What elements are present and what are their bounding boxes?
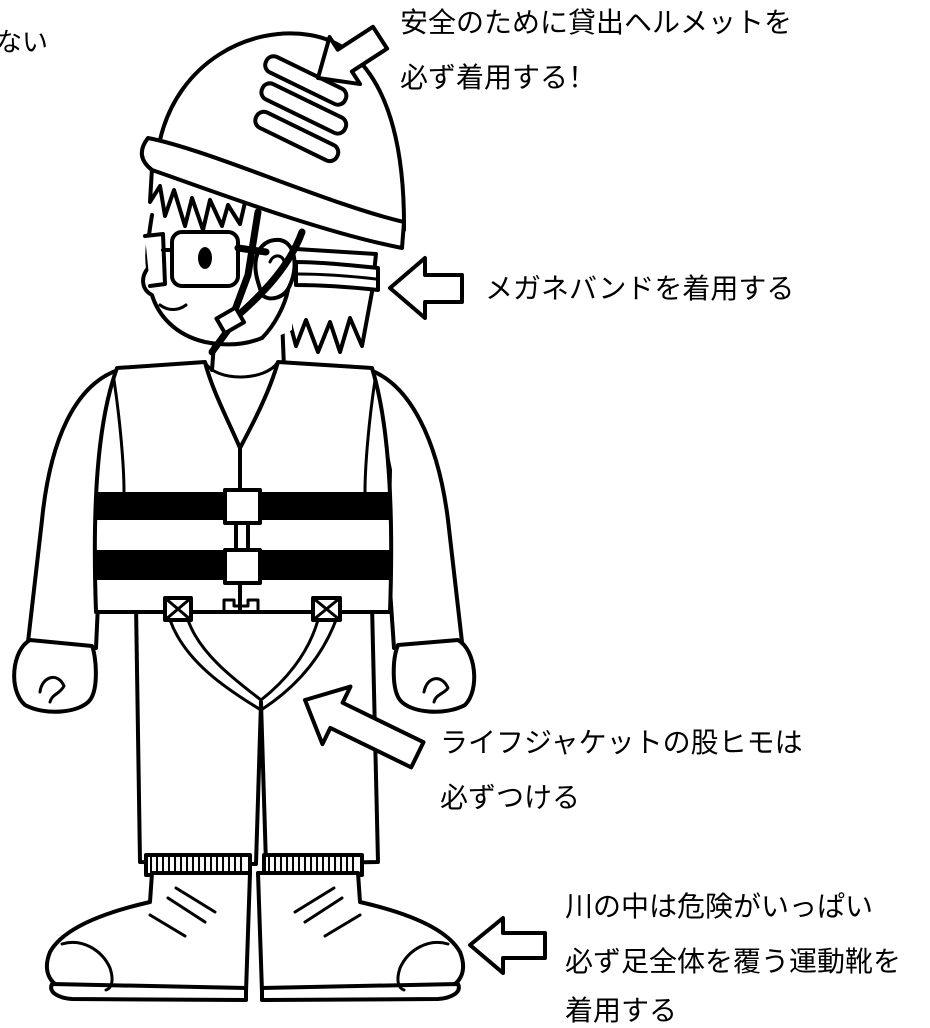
crotch-strap-left-outer <box>168 618 263 712</box>
jaw-line <box>260 288 290 340</box>
crotch-strap-left-inner <box>186 618 263 702</box>
crotch-strap-anchor-right <box>311 596 342 622</box>
front-hair <box>148 166 248 232</box>
chin-strap-front <box>228 208 262 322</box>
left-fist <box>12 638 98 714</box>
life-jacket <box>92 360 394 622</box>
helmet-vent <box>259 81 349 136</box>
anchor-x-mark <box>163 596 193 622</box>
left-shoe-stripe <box>166 896 207 924</box>
right-cuff <box>262 853 364 877</box>
right-shoe-body <box>256 871 466 994</box>
life-jacket-left-panel <box>92 360 242 614</box>
shoes-callout-arrow-icon <box>468 916 547 975</box>
zipper-tab <box>234 521 250 552</box>
right-fist <box>391 638 477 714</box>
glasses-band-stitch <box>296 272 378 281</box>
chin-strap-back <box>231 228 306 322</box>
left-shoe <box>44 871 252 1002</box>
right-shoe-toe-cap <box>396 941 450 992</box>
crotch-strap-callout-arrow-icon <box>303 684 426 770</box>
crotch-strap-anchor-left <box>163 596 193 622</box>
glasses-band-note: メガネバンドを着用する <box>485 272 795 305</box>
crotch-strap-note-line-2: 必ずつける <box>440 781 581 814</box>
crotch-strap-note-line-1: ライフジャケットの股ヒモは <box>440 726 803 759</box>
helmet-vent <box>253 109 341 164</box>
jacket-bottom-notch <box>222 598 260 614</box>
belt-buckle-upper <box>223 488 262 525</box>
shoes-note-line-3: 着用する <box>565 994 678 1027</box>
right-shoe-stripe <box>303 896 344 924</box>
right-thumb <box>422 677 450 704</box>
helmet-callout-arrow-icon <box>316 24 390 87</box>
crotch-strap-right-inner <box>259 618 320 702</box>
belt-buckle-lower <box>223 548 262 585</box>
crotch-strap-right-outer <box>259 618 338 712</box>
jacket-left-armhole <box>112 378 126 494</box>
life-jacket-right-panel <box>238 360 394 614</box>
right-shoe-sole <box>260 982 461 1002</box>
left-shoe-stripe <box>148 913 187 938</box>
left-cuff-ribs <box>150 857 242 873</box>
glasses-band-callout-arrow-icon <box>388 256 464 320</box>
head <box>141 166 380 356</box>
helmet-note-line-1: 安全のために貸出ヘルメットを <box>400 6 793 39</box>
cropped-left-text: ない <box>0 28 49 58</box>
helmet-vent <box>263 54 349 107</box>
right-shoe <box>256 871 466 1002</box>
eye <box>198 247 212 269</box>
chin-strap-buckle <box>214 305 247 336</box>
shoes-note-line-2: 必ず足全体を覆う運動靴を <box>565 945 902 978</box>
left-shoe-stripe <box>174 886 217 914</box>
right-shoe-stripe <box>323 913 362 938</box>
left-shoe-toe-cap <box>60 941 114 992</box>
right-shoe-stripe <box>293 886 336 914</box>
right-arm <box>368 368 477 714</box>
left-shoe-sole <box>49 982 248 1002</box>
shoes-note-line-1: 川の中は危険がいっぱい <box>565 890 874 923</box>
helmet-rim <box>140 136 406 250</box>
right-cuff-ribs <box>268 857 354 873</box>
glasses-left-lens <box>143 232 167 288</box>
left-thumb <box>38 676 66 704</box>
shirt-collar <box>203 360 280 379</box>
left-shoe-body <box>44 871 252 994</box>
helmet-note-line-2: 必ず着用する！ <box>400 61 597 94</box>
jacket-right-armhole <box>363 378 377 494</box>
mouth <box>158 303 188 311</box>
anchor-x-mark <box>311 596 342 622</box>
